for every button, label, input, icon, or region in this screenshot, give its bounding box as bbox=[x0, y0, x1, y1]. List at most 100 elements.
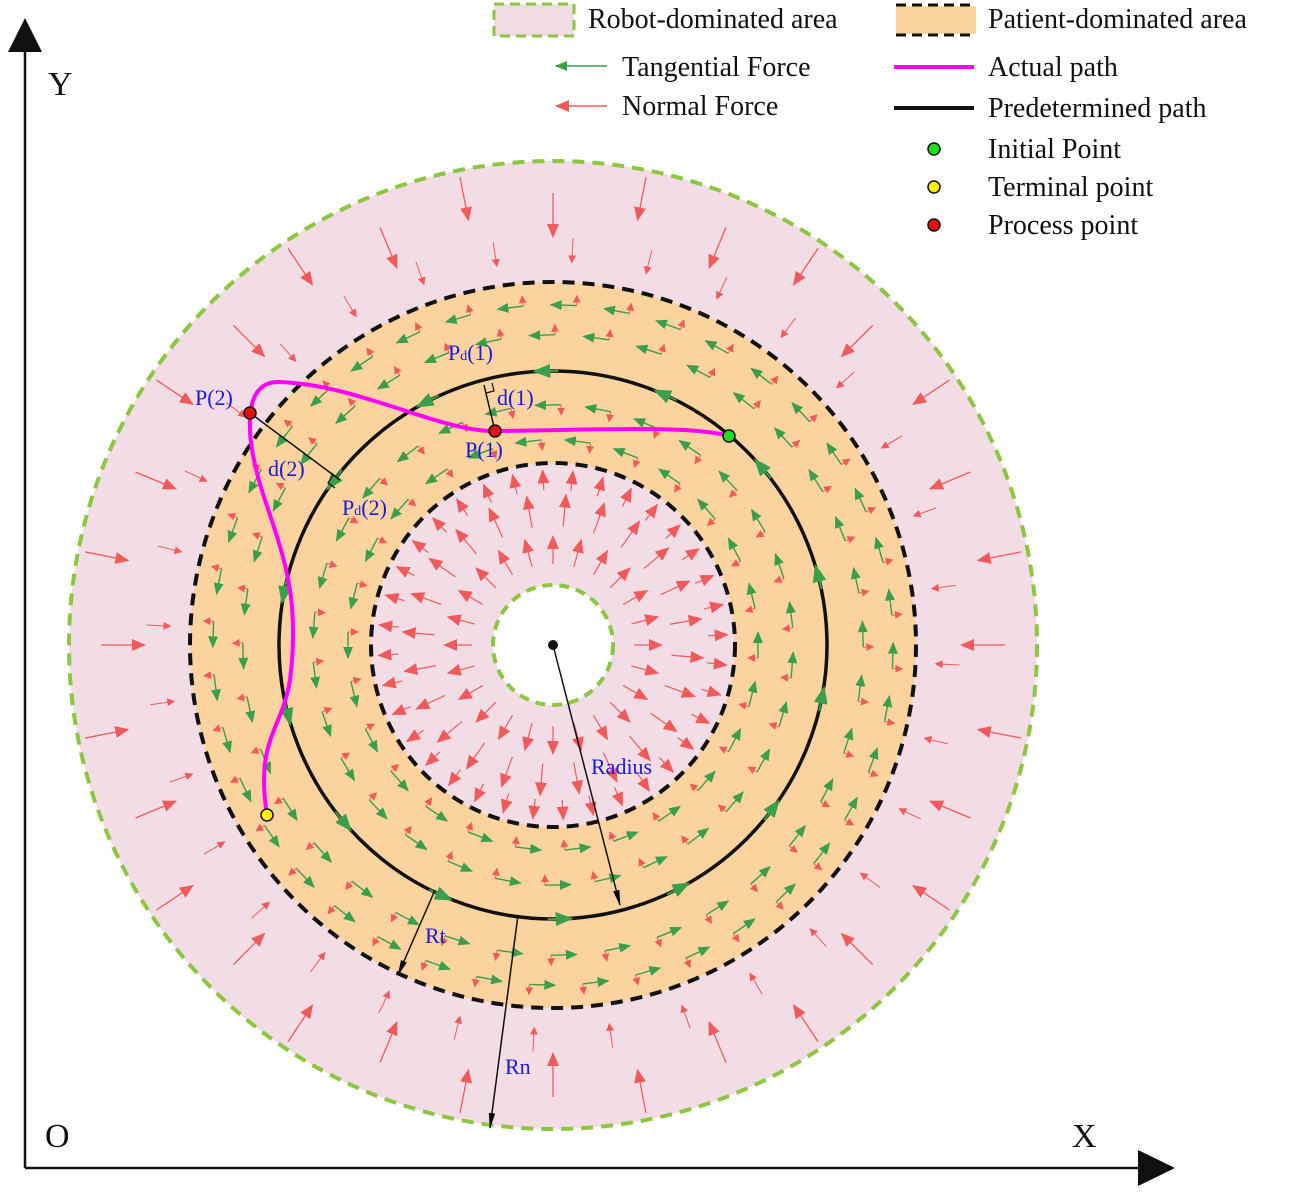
normal-force-arrow bbox=[912, 379, 950, 405]
legend-tangential-label: Tangential Force bbox=[622, 52, 811, 83]
path-direction-arrow bbox=[763, 799, 780, 821]
normal-force-arrow bbox=[658, 343, 666, 355]
tangential-force-arrow bbox=[643, 855, 668, 869]
normal-force-arrow bbox=[775, 901, 784, 910]
normal-force-arrow bbox=[738, 702, 750, 710]
normal-force-arrow bbox=[158, 545, 183, 555]
normal-force-arrow bbox=[789, 844, 798, 853]
tangential-force-arrow bbox=[725, 791, 744, 813]
normal-force-arrow bbox=[664, 685, 696, 698]
normal-force-arrow bbox=[976, 551, 1021, 564]
normal-force-arrow bbox=[859, 872, 881, 888]
normal-force-arrow bbox=[496, 328, 505, 340]
normal-force-arrow bbox=[716, 276, 728, 300]
normal-force-arrow bbox=[283, 419, 293, 428]
tangential-force-arrow bbox=[686, 364, 711, 379]
normal-force-arrow bbox=[929, 800, 971, 819]
label-p1: P(1) bbox=[465, 437, 503, 462]
normal-force-arrow bbox=[491, 867, 500, 879]
path-direction-arrow bbox=[753, 458, 772, 479]
tangential-force-arrow bbox=[850, 566, 861, 594]
tangential-force-arrow bbox=[746, 582, 757, 609]
normal-force-arrow bbox=[378, 990, 390, 1014]
normal-force-arrow bbox=[707, 629, 729, 642]
label-d1: d(1) bbox=[497, 385, 534, 410]
normal-force-arrow bbox=[556, 799, 569, 821]
process-point-2 bbox=[243, 406, 257, 420]
label-p2: P(2) bbox=[195, 385, 233, 410]
tangential-force-arrow bbox=[787, 651, 798, 679]
normal-force-arrow bbox=[232, 932, 266, 966]
normal-force-arrow bbox=[822, 485, 833, 494]
tangential-force-arrow bbox=[350, 355, 374, 372]
normal-force-arrow bbox=[279, 343, 297, 362]
normal-force-arrow bbox=[631, 614, 660, 626]
normal-force-arrow bbox=[592, 714, 609, 741]
origin-label: O bbox=[45, 1118, 70, 1155]
normal-force-arrow bbox=[572, 538, 584, 567]
normal-force-arrow bbox=[347, 397, 357, 407]
normal-force-arrow bbox=[314, 608, 326, 617]
normal-force-arrow bbox=[609, 567, 631, 589]
tangential-force-arrow bbox=[376, 374, 401, 390]
normal-force-arrow bbox=[680, 1004, 691, 1029]
tangential-force-arrow bbox=[533, 400, 561, 411]
normal-force-arrow bbox=[912, 885, 950, 911]
normal-force-arrow bbox=[731, 933, 740, 943]
tangential-force-arrow bbox=[321, 711, 332, 738]
normal-force-arrow bbox=[535, 763, 548, 797]
d1-right-angle bbox=[485, 382, 495, 394]
y-axis-label: Y bbox=[48, 66, 73, 103]
tangential-force-arrow bbox=[656, 926, 683, 938]
tangential-force-arrow bbox=[348, 583, 359, 610]
tangential-force-arrow bbox=[210, 674, 221, 702]
tangential-force-arrow bbox=[275, 425, 293, 448]
normal-force-arrow bbox=[708, 1021, 727, 1063]
tangential-force-arrow bbox=[657, 468, 681, 485]
normal-force-arrow bbox=[275, 482, 286, 491]
normal-force-arrow bbox=[791, 439, 801, 449]
tangential-force-arrow bbox=[423, 352, 450, 364]
tangential-force-arrow bbox=[222, 727, 232, 754]
normal-force-arrow bbox=[236, 584, 248, 593]
normal-force-arrow bbox=[459, 177, 472, 222]
normal-force-arrow bbox=[500, 793, 513, 814]
tangential-force-arrow bbox=[685, 946, 711, 959]
tangential-force-arrow bbox=[854, 487, 867, 513]
tangential-force-arrow bbox=[496, 947, 524, 958]
label-rn: Rn bbox=[505, 1054, 531, 1079]
normal-force-arrow bbox=[432, 517, 447, 533]
normal-force-arrow bbox=[608, 831, 617, 842]
tangential-force-arrow bbox=[476, 974, 504, 985]
tangential-force-arrow bbox=[732, 392, 755, 410]
tangential-force-arrow bbox=[317, 562, 328, 590]
normal-force-arrow bbox=[288, 867, 297, 876]
tangential-force-arrow bbox=[313, 842, 332, 863]
tangential-force-arrow bbox=[844, 796, 858, 821]
tangential-force-arrow bbox=[390, 498, 409, 520]
tangential-force-arrow bbox=[484, 406, 512, 417]
normal-force-arrow bbox=[843, 750, 855, 758]
tangential-force-arrow bbox=[425, 959, 452, 971]
path-direction-arrow bbox=[653, 389, 678, 404]
normal-force-arrow bbox=[643, 250, 653, 275]
tangential-force-arrow bbox=[857, 620, 868, 648]
tangential-force-arrow bbox=[788, 824, 806, 847]
tangential-force-arrow bbox=[390, 770, 409, 792]
initial-point bbox=[722, 429, 736, 443]
rt-arrow bbox=[397, 889, 436, 976]
normal-force-arrow bbox=[522, 538, 534, 567]
normal-force-arrow bbox=[522, 723, 534, 752]
legend-predetermined-label: Predetermined path bbox=[988, 93, 1206, 124]
normal-force-arrow bbox=[934, 660, 960, 669]
normal-force-arrow bbox=[381, 676, 403, 689]
normal-force-arrow bbox=[203, 841, 226, 855]
tangential-force-arrow bbox=[867, 746, 879, 773]
normal-force-arrow bbox=[677, 736, 695, 750]
normal-force-arrow bbox=[638, 857, 646, 868]
tangential-force-arrow bbox=[584, 403, 611, 414]
normal-force-arrow bbox=[781, 624, 793, 633]
normal-force-arrow bbox=[677, 319, 686, 330]
normal-force-arrow bbox=[704, 914, 713, 925]
normal-force-arrow bbox=[793, 1004, 819, 1042]
